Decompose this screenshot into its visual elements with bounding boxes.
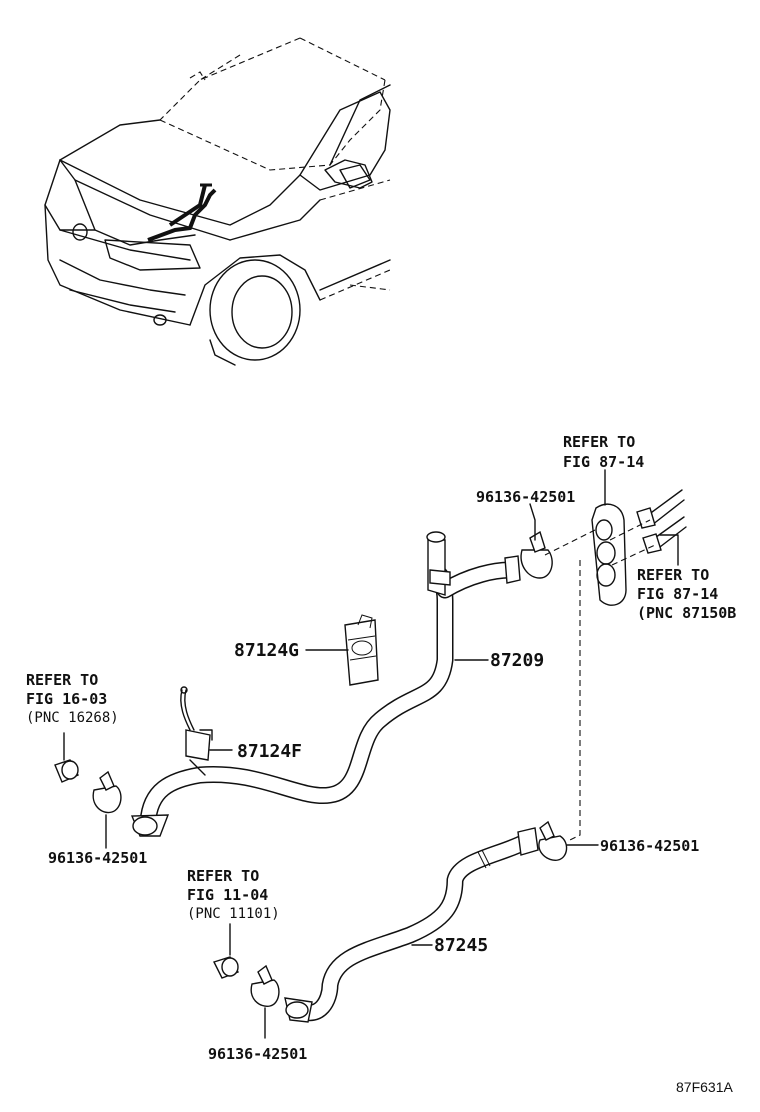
leader-lines — [63, 469, 679, 1039]
ref-bottom-line1: REFER TO — [187, 867, 259, 885]
clip-right-label: 96136-42501 — [600, 837, 699, 855]
car-illustration — [44, 37, 391, 366]
ref-right-line3: (PNC 87150B — [637, 604, 736, 622]
heater-pipe-unit — [591, 489, 687, 606]
ref-top-line2: FIG 87-14 — [563, 453, 644, 471]
ref-left-line3: (PNC 16268) — [26, 710, 119, 726]
pipe-stub-left — [54, 759, 79, 783]
part-labels: REFER TO FIG 87-14 96136-42501 REFER TO … — [26, 433, 736, 1095]
clamp-87124G — [344, 614, 379, 686]
diagram-code: 87F631A — [676, 1079, 733, 1095]
clamp-87124F — [180, 686, 213, 776]
clip-bottom-label: 96136-42501 — [208, 1045, 307, 1063]
ref-left-line1: REFER TO — [26, 671, 98, 689]
pipe-stub-bottom — [213, 956, 239, 979]
ref-right-line1: REFER TO — [637, 566, 709, 584]
clip-top-label: 96136-42501 — [476, 488, 575, 506]
clamp-g-label: 87124G — [234, 640, 299, 661]
water-hose-87209 — [130, 531, 521, 837]
clamp-f-label: 87124F — [237, 741, 302, 762]
clip-top — [520, 530, 553, 579]
hose-lower-label: 87245 — [434, 935, 488, 956]
hose-upper-label: 87209 — [490, 650, 544, 671]
clip-right — [538, 820, 568, 861]
ref-bottom-line3: (PNC 11101) — [187, 906, 280, 922]
ref-left-line2: FIG 16-03 — [26, 690, 107, 708]
clip-left-label: 96136-42501 — [48, 849, 147, 867]
clip-bottom — [250, 964, 280, 1007]
ref-right-line2: FIG 87-14 — [637, 585, 718, 603]
ref-bottom-line2: FIG 11-04 — [187, 886, 268, 904]
clip-left — [92, 770, 122, 814]
ref-top-line1: REFER TO — [563, 433, 635, 451]
water-hose-87245 — [284, 827, 539, 1023]
